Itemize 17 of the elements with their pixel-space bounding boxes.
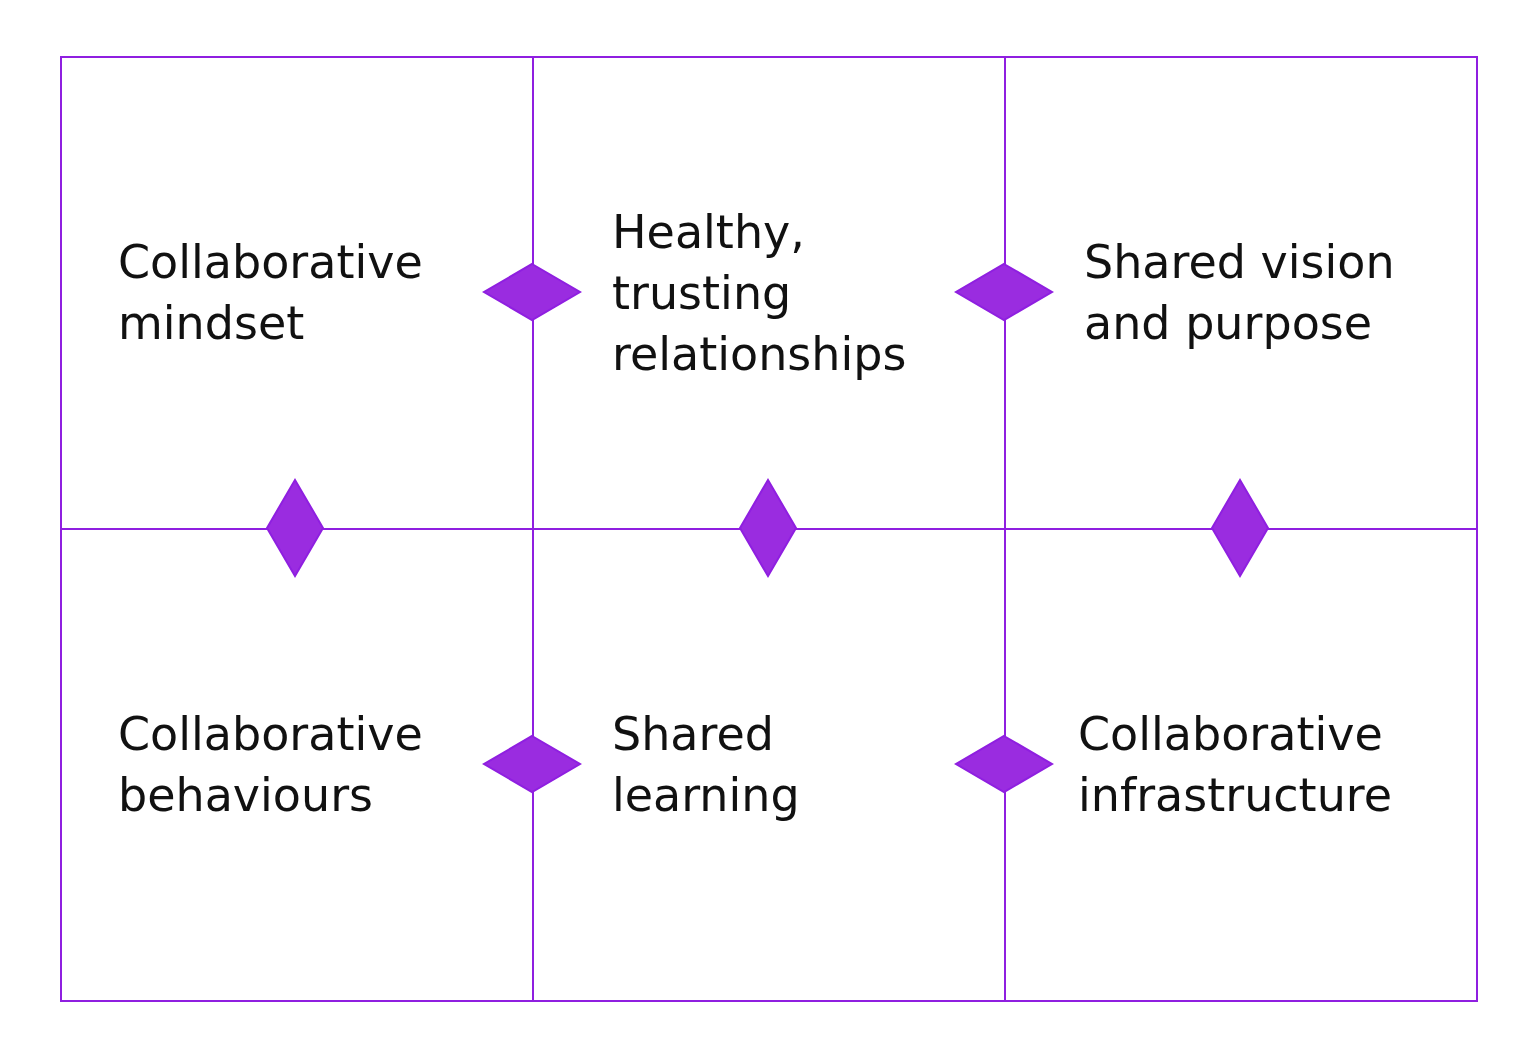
grid-cell: [1004, 56, 1478, 530]
cell-label: Shared learning: [612, 706, 801, 824]
diamond-marker: [482, 734, 582, 794]
cell-label: Collaborative behaviours: [118, 706, 424, 824]
cell-label: Collaborative infrastructure: [1078, 706, 1393, 824]
cell-label: Collaborative mindset: [118, 234, 424, 352]
cell-label: Shared vision and purpose: [1084, 234, 1396, 352]
diamond-marker: [954, 734, 1054, 794]
diamond-marker: [1210, 478, 1270, 578]
grid-cell: [60, 56, 534, 530]
diamond-marker: [265, 478, 325, 578]
diamond-marker: [482, 262, 582, 322]
grid-cell: [1004, 528, 1478, 1002]
diamond-marker: [738, 478, 798, 578]
grid-cell: [60, 528, 534, 1002]
cell-label: Healthy, trusting relationships: [612, 203, 908, 383]
diamond-marker: [954, 262, 1054, 322]
